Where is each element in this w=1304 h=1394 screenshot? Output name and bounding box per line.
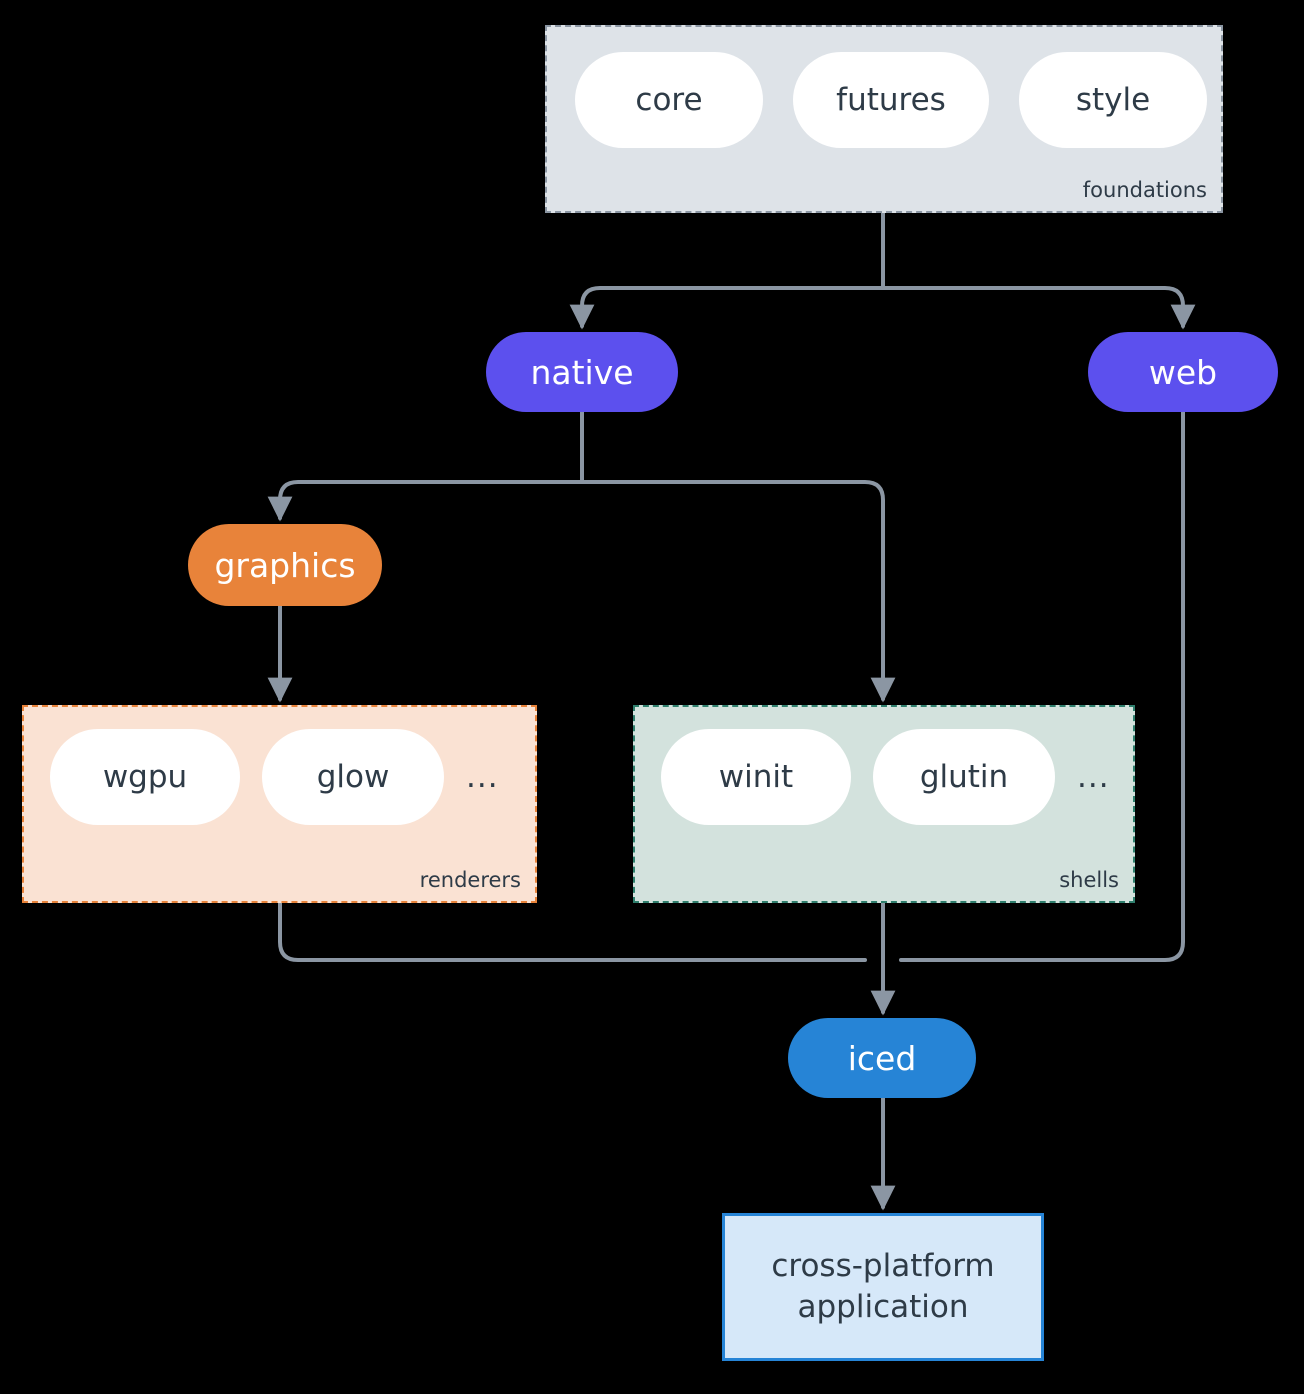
pill-wgpu[interactable]: wgpu: [50, 729, 240, 825]
group-label-shells: shells: [1059, 867, 1119, 892]
application-line-1: cross-platform: [771, 1248, 995, 1285]
edge-native-to-shells: [580, 480, 896, 703]
edge-native-to-graphics: [267, 480, 584, 522]
group-renderers[interactable]: wgpu glow ... renderers: [22, 705, 537, 903]
pill-style[interactable]: style: [1019, 52, 1207, 148]
shells-ellipsis: ...: [1077, 759, 1110, 795]
foundations-pill-row: core futures style: [547, 27, 1221, 211]
renderers-pill-row: wgpu glow ...: [24, 707, 535, 901]
edge-foundations-to-native: [569, 286, 885, 330]
renderers-ellipsis: ...: [466, 759, 499, 795]
pill-core[interactable]: core: [575, 52, 763, 148]
group-label-renderers: renderers: [419, 867, 521, 892]
application-line-2: application: [797, 1289, 969, 1325]
node-graphics[interactable]: graphics: [188, 524, 382, 606]
pill-winit[interactable]: winit: [661, 729, 851, 825]
pill-futures[interactable]: futures: [793, 52, 989, 148]
pill-glutin[interactable]: glutin: [873, 729, 1055, 825]
group-label-foundations: foundations: [1082, 177, 1207, 202]
edge-foundations-to-web: [881, 286, 1196, 330]
node-iced[interactable]: iced: [788, 1018, 976, 1098]
pill-glow[interactable]: glow: [262, 729, 444, 825]
shells-pill-row: winit glutin ...: [635, 707, 1133, 901]
node-web[interactable]: web: [1088, 332, 1278, 412]
node-application[interactable]: cross-platform application: [722, 1213, 1044, 1361]
edge-renderers-to-merge: [278, 901, 867, 962]
node-native[interactable]: native: [486, 332, 678, 412]
group-shells[interactable]: winit glutin ... shells: [633, 705, 1135, 903]
group-foundations[interactable]: core futures style foundations: [545, 25, 1223, 213]
